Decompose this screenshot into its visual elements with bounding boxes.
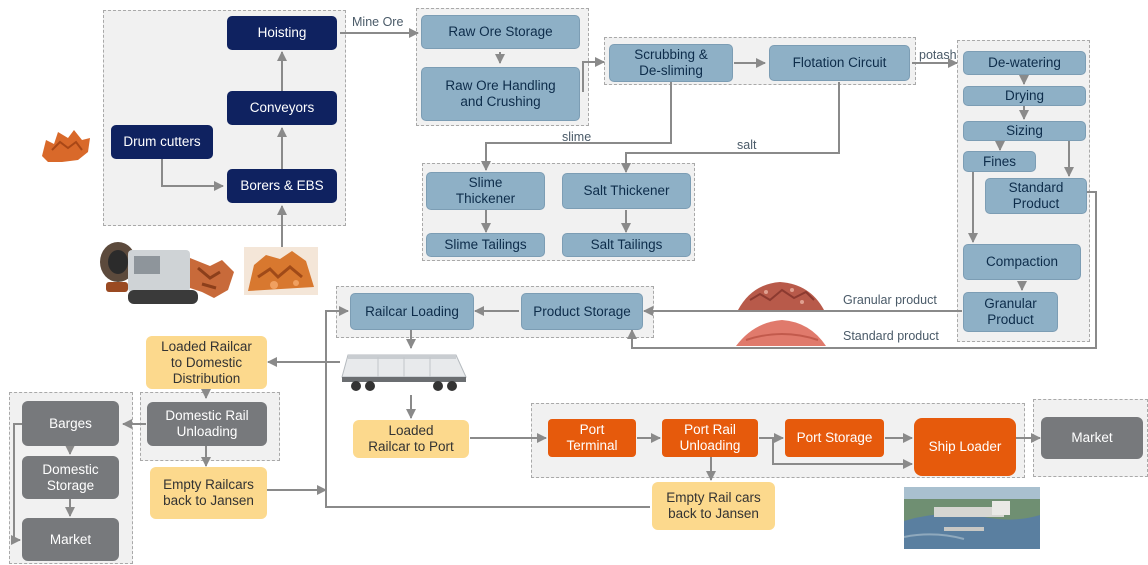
node-product-storage: Product Storage (521, 293, 643, 330)
node-domestic-rail-unloading: Domestic Rail Unloading (147, 402, 267, 446)
node-slime-tailings: Slime Tailings (426, 233, 545, 257)
node-borers-ebs: Borers & EBS (227, 169, 337, 203)
node-granular-product: Granular Product (963, 292, 1058, 332)
arrow-handling-to-scrubbing (582, 57, 605, 92)
arrow-drum-to-borers (161, 158, 224, 191)
node-sizing: Sizing (963, 121, 1086, 141)
standard-product-pile-image (736, 320, 826, 346)
arrow-flotation-to-salt (621, 82, 840, 173)
railcar-image (341, 354, 467, 391)
node-drying: Drying (963, 86, 1086, 106)
node-loaded-railcar-port: Loaded Railcar to Port (353, 420, 469, 458)
arrow-railunload-to-shiploader (772, 438, 913, 469)
node-hoisting: Hoisting (227, 16, 337, 50)
node-port-storage: Port Storage (785, 419, 884, 457)
node-railcar-loading: Railcar Loading (350, 293, 474, 330)
node-port-terminal: Port Terminal (548, 419, 636, 457)
node-ship-loader: Ship Loader (914, 418, 1016, 476)
node-port-rail-unloading: Port Rail Unloading (662, 419, 758, 457)
label-salt: salt (737, 138, 757, 152)
node-market-export: Market (1041, 417, 1143, 459)
node-conveyors: Conveyors (227, 91, 337, 125)
node-dewatering: De-watering (963, 51, 1086, 75)
node-empty-rail-cars-back: Empty Rail cars back to Jansen (652, 482, 775, 530)
label-potash: potash (919, 48, 957, 62)
node-standard-product: Standard Product (985, 178, 1087, 214)
label-granular-product: Granular product (843, 293, 937, 307)
node-fines: Fines (963, 151, 1036, 172)
node-salt-tailings: Salt Tailings (562, 233, 691, 257)
arrow-standard-to-productstorage (627, 191, 1097, 349)
label-slime: slime (562, 130, 592, 144)
ore-chunk-icon (42, 130, 90, 162)
granular-product-pile-image (738, 282, 824, 310)
port-aerial-image (904, 487, 1040, 549)
arrow-scrubbing-to-slime (481, 82, 672, 171)
node-raw-ore-storage: Raw Ore Storage (421, 15, 580, 49)
node-raw-ore-handling: Raw Ore Handling and Crushing (421, 67, 580, 121)
node-slime-thickener: Slime Thickener (426, 172, 545, 210)
label-standard-product: Standard product (843, 329, 939, 343)
node-drum-cutters: Drum cutters (111, 125, 213, 159)
node-loaded-railcar-domestic: Loaded Railcar to Domestic Distribution (146, 336, 267, 389)
node-market-domestic: Market (22, 518, 119, 561)
arrow-barges-to-market (11, 423, 22, 545)
node-compaction: Compaction (963, 244, 1081, 280)
node-scrubbing-desliming: Scrubbing & De-sliming (609, 44, 733, 82)
arrow-empty-to-railcarloading (325, 306, 650, 508)
node-salt-thickener: Salt Thickener (562, 173, 691, 209)
node-empty-railcars-back: Empty Railcars back to Jansen (150, 467, 267, 519)
node-domestic-storage: Domestic Storage (22, 456, 119, 499)
node-barges: Barges (22, 401, 119, 446)
label-mine-ore: Mine Ore (352, 15, 404, 29)
ore-pile-image (244, 247, 318, 295)
node-flotation-circuit: Flotation Circuit (769, 45, 910, 81)
mining-machine-image (100, 242, 234, 304)
